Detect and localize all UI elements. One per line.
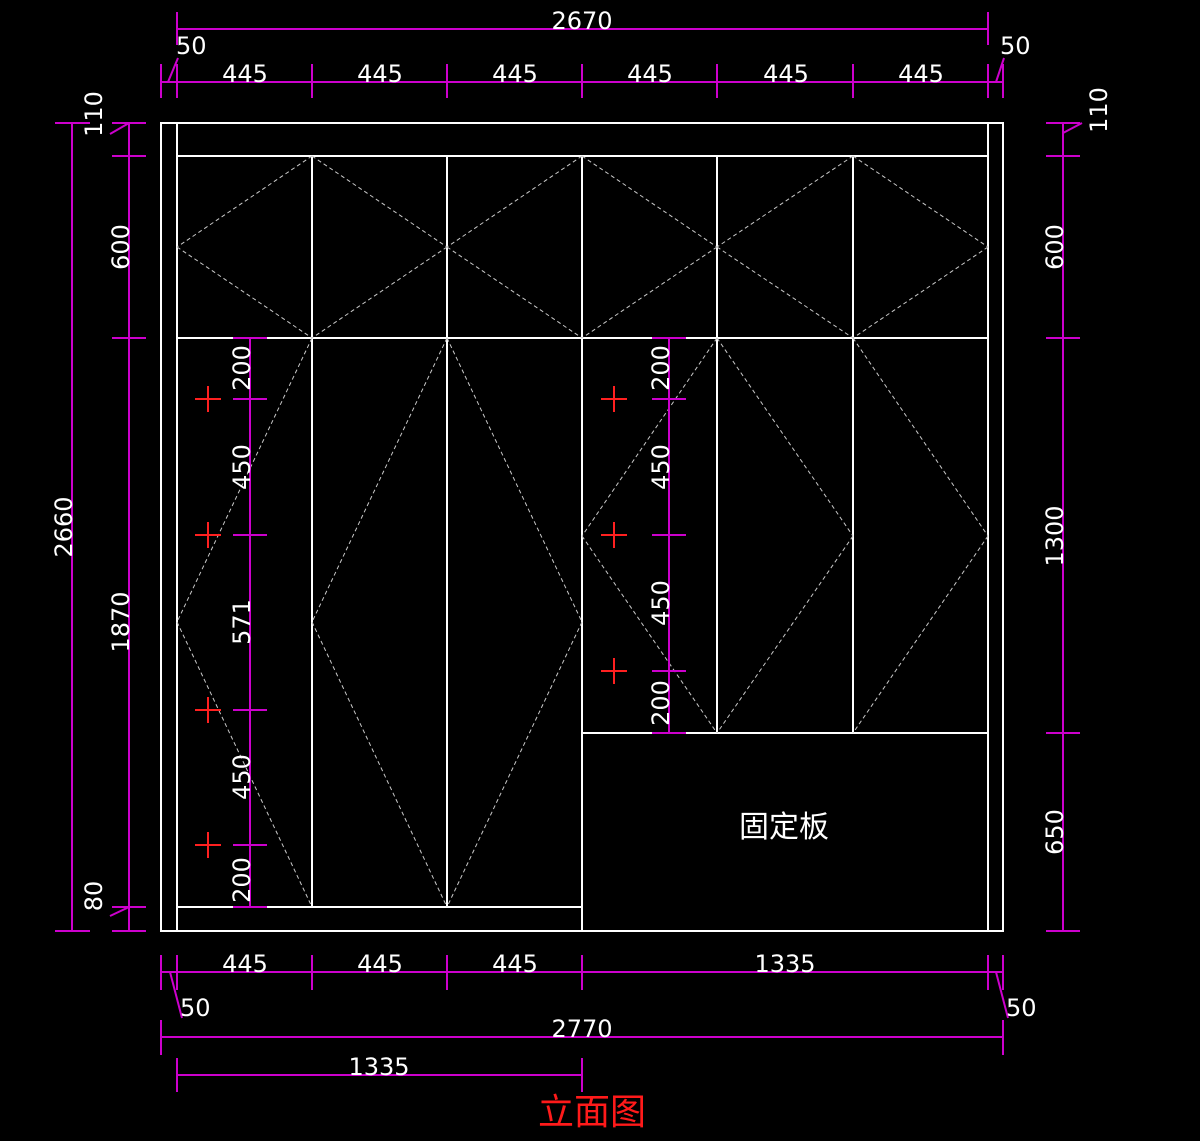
dim-leader-top-right: [995, 57, 1005, 83]
top-door-dash-a-2: [311, 155, 448, 248]
dim-leader-left-bottom: [109, 906, 130, 917]
low-door-dash-b-3: [446, 621, 583, 908]
top-door-dash-b-1: [176, 246, 313, 339]
dim-top-right-offset: 50: [1000, 32, 1031, 60]
hinge-markers: [195, 386, 627, 858]
dim-bottom-right-offset: 50: [1006, 994, 1037, 1022]
dim-right-part-4: 650: [1041, 809, 1069, 855]
right-door-dash-b-2: [716, 535, 854, 734]
dim-bottom-module-1: 445: [222, 950, 268, 978]
dim-left-inner-3: 571: [228, 599, 256, 645]
dim-top-overall: 2670: [551, 7, 612, 35]
dim-leader-left-top: [109, 122, 130, 135]
dim-bottom-left-offset: 50: [180, 994, 211, 1022]
dim-mid-inner-3: 450: [647, 580, 675, 626]
door-opening-lines: [176, 155, 989, 908]
low-door-dash-a-3: [446, 337, 583, 623]
top-door-dash-b-5: [716, 246, 854, 339]
top-door-dash-a-6: [852, 155, 989, 248]
dim-mid-inner-4: 200: [647, 680, 675, 726]
dim-bottom-sub: 1335: [348, 1053, 409, 1081]
right-door-dash-a-3: [852, 337, 989, 537]
dim-leader-right-top: [1062, 122, 1083, 134]
dim-bottom-overall: 2770: [551, 1015, 612, 1043]
right-door-dash-a-2: [716, 337, 854, 537]
dim-top-module-6: 445: [898, 60, 944, 88]
dim-top-module-3: 445: [492, 60, 538, 88]
dim-left-part-4: 80: [80, 881, 108, 912]
top-door-dash-a-1: [176, 155, 313, 248]
dim-top-module-4: 445: [627, 60, 673, 88]
dim-leader-bottom-left: [169, 971, 183, 1019]
dim-left-inner-2: 450: [228, 444, 256, 490]
dimension-lines: [55, 12, 1083, 1092]
low-door-dash-b-2: [311, 621, 448, 908]
low-door-dash-b-1: [176, 621, 313, 908]
top-door-dash-b-6: [852, 246, 989, 339]
dim-left-inner-4: 450: [228, 754, 256, 800]
right-door-dash-b-1: [581, 535, 718, 734]
dim-top-module-5: 445: [763, 60, 809, 88]
dim-mid-inner-1: 200: [647, 345, 675, 391]
fixed-panel-label: 固定板: [739, 810, 829, 845]
top-door-dash-b-2: [311, 246, 448, 339]
top-door-dash-a-5: [716, 155, 854, 248]
top-door-dash-a-3: [446, 155, 583, 248]
dim-bottom-module-3: 445: [492, 950, 538, 978]
top-door-dash-b-4: [581, 246, 718, 339]
top-door-dash-b-3: [446, 246, 583, 339]
right-door-dash-b-3: [852, 535, 989, 734]
top-door-dash-a-4: [581, 155, 718, 248]
dim-top-module-2: 445: [357, 60, 403, 88]
dim-left-inner-1: 200: [228, 345, 256, 391]
drawing-title: 立面图: [538, 1092, 646, 1133]
dim-top-module-1: 445: [222, 60, 268, 88]
dim-right-part-3: 1300: [1041, 505, 1069, 566]
dim-right-part-2: 600: [1041, 224, 1069, 270]
dim-left-part-3: 1870: [107, 591, 135, 652]
dimension-text: 2670 50 50 445 445 445 445 445 445 445 4…: [50, 7, 1113, 1081]
dim-top-left-offset: 50: [176, 32, 207, 60]
dim-left-inner-5: 200: [228, 857, 256, 903]
dim-leader-top-left: [167, 57, 179, 83]
dim-left-part-1: 110: [80, 91, 108, 137]
dim-bottom-module-2: 445: [357, 950, 403, 978]
low-door-dash-a-2: [311, 337, 448, 623]
dim-leader-bottom-right: [995, 971, 1009, 1019]
dim-left-part-2: 600: [107, 224, 135, 270]
dim-left-overall: 2660: [50, 496, 78, 557]
dim-mid-inner-2: 450: [647, 444, 675, 490]
dim-bottom-module-4: 1335: [754, 950, 815, 978]
low-door-dash-a-1: [176, 337, 313, 623]
dim-right-part-1: 110: [1085, 87, 1113, 133]
right-door-dash-a-1: [581, 337, 718, 537]
cabinet-frame: [160, 122, 1004, 932]
